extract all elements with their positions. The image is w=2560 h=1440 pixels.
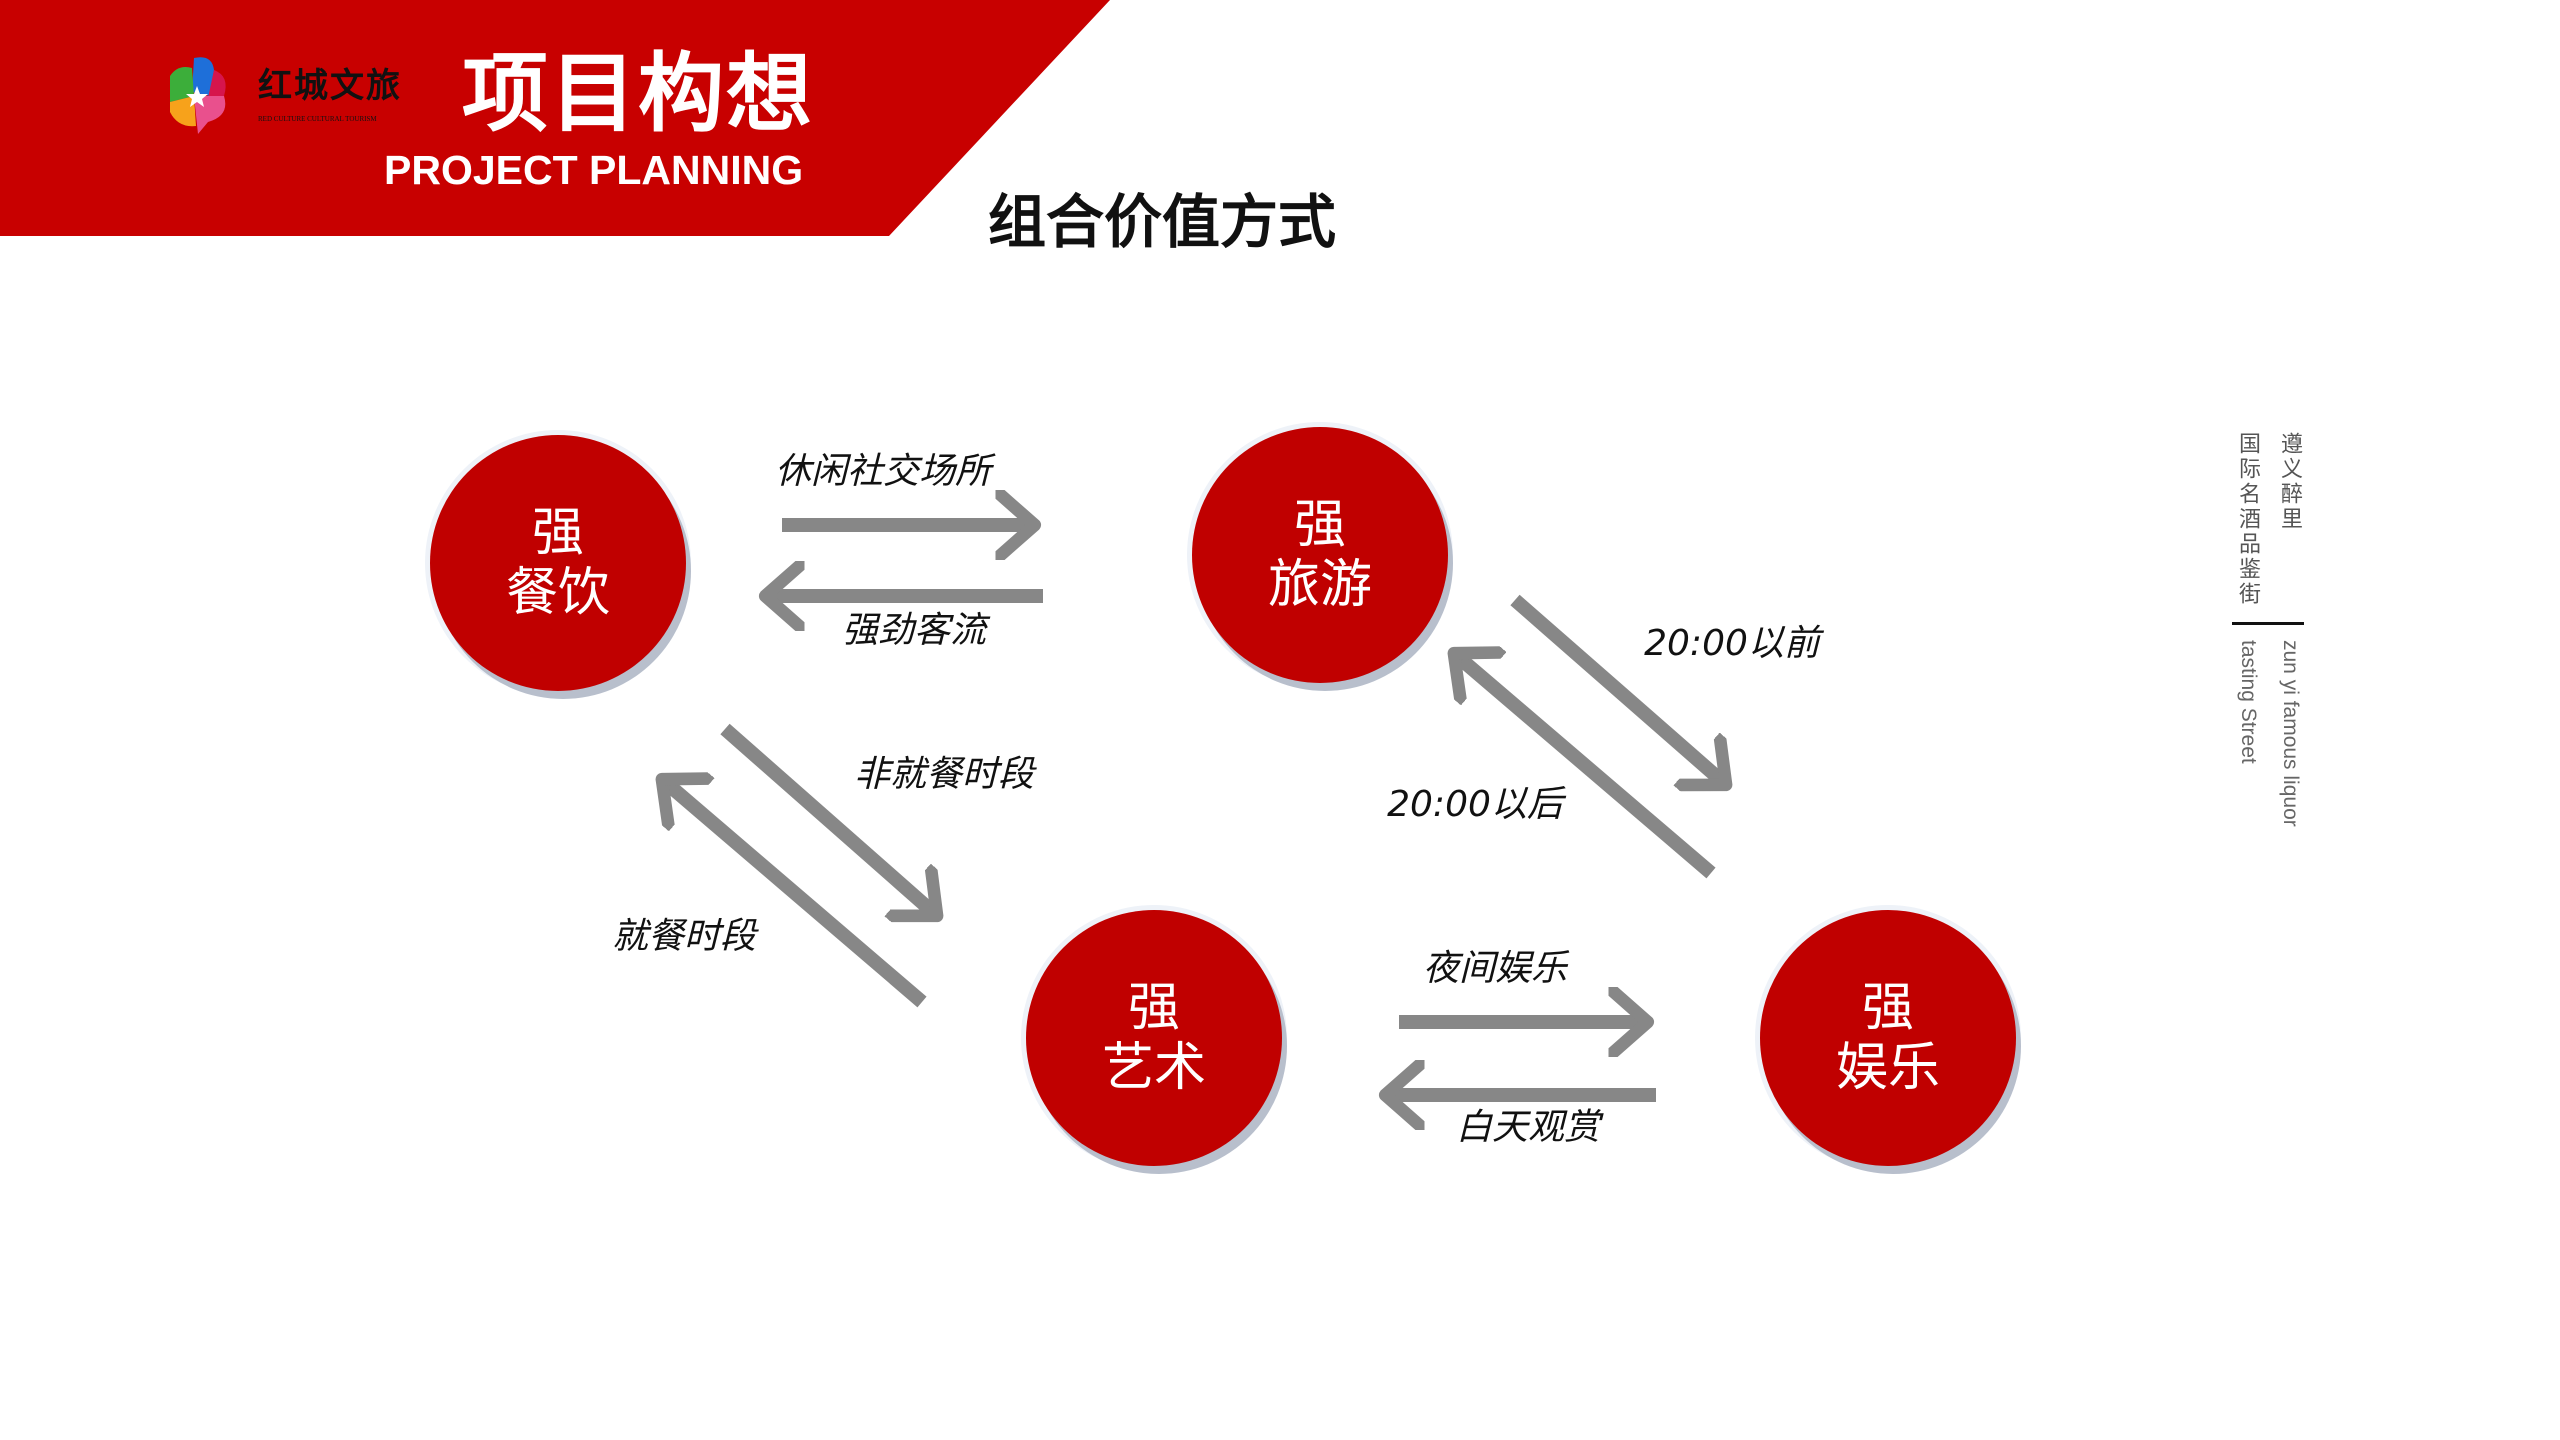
logo-text: 红城文旅: [258, 66, 402, 106]
side-caption-cn-1: 遵义醉里: [2277, 432, 2302, 532]
node-dining-line2: 餐饮: [505, 563, 610, 623]
node-tourism-line1: 强: [1293, 495, 1346, 555]
logo-subtext: RED CULTURE CULTURAL TOURISM: [258, 115, 377, 123]
node-art: 强 艺术: [1026, 910, 1282, 1166]
node-tourism: 强 旅游: [1192, 427, 1448, 683]
side-caption-divider: [2232, 622, 2304, 625]
arrow-ent-to-tourism: [1456, 655, 1716, 879]
node-entertainment-line2: 娱乐: [1835, 1038, 1940, 1098]
arrow-tourism-to-ent: [1510, 594, 1724, 783]
side-caption-cn-2: 国际名酒品鉴街: [2235, 432, 2260, 607]
edge-label-tourism-to-ent: 20:00以前: [1644, 623, 1820, 664]
page-title: 项目构想: [462, 44, 814, 144]
edge-label-ent-to-tourism: 20:00以后: [1387, 784, 1563, 825]
logo-icon: [170, 57, 226, 134]
edge-label-ent-to-art: 白天观赏: [1455, 1107, 1601, 1148]
edge-label-dining-to-art: 非就餐时段: [853, 754, 1035, 795]
side-caption-en-2: tasting Street: [2237, 640, 2260, 764]
side-caption-en-1: zun yi famous liquor: [2279, 640, 2302, 827]
node-entertainment: 强 娱乐: [1760, 910, 2016, 1166]
arrow-dining-to-art: [720, 723, 935, 914]
edge-label-art-to-ent: 夜间娱乐: [1422, 948, 1568, 989]
header-banner: [0, 0, 1110, 236]
arrow-art-to-dining: [664, 781, 927, 1008]
page-title-english: PROJECT PLANNING: [384, 147, 804, 193]
edge-label-tourism-to-dining: 强劲客流: [841, 610, 987, 651]
edge-label-art-to-dining: 就餐时段: [611, 916, 757, 957]
node-art-line2: 艺术: [1101, 1038, 1206, 1098]
node-dining: 强 餐饮: [430, 435, 686, 691]
node-art-line1: 强: [1127, 978, 1180, 1038]
node-dining-line1: 强: [531, 503, 584, 563]
edge-label-dining-to-tourism: 休闲社交场所: [774, 451, 992, 492]
node-tourism-line2: 旅游: [1267, 555, 1372, 615]
section-subtitle: 组合价值方式: [988, 188, 1337, 256]
node-entertainment-line1: 强: [1861, 978, 1914, 1038]
